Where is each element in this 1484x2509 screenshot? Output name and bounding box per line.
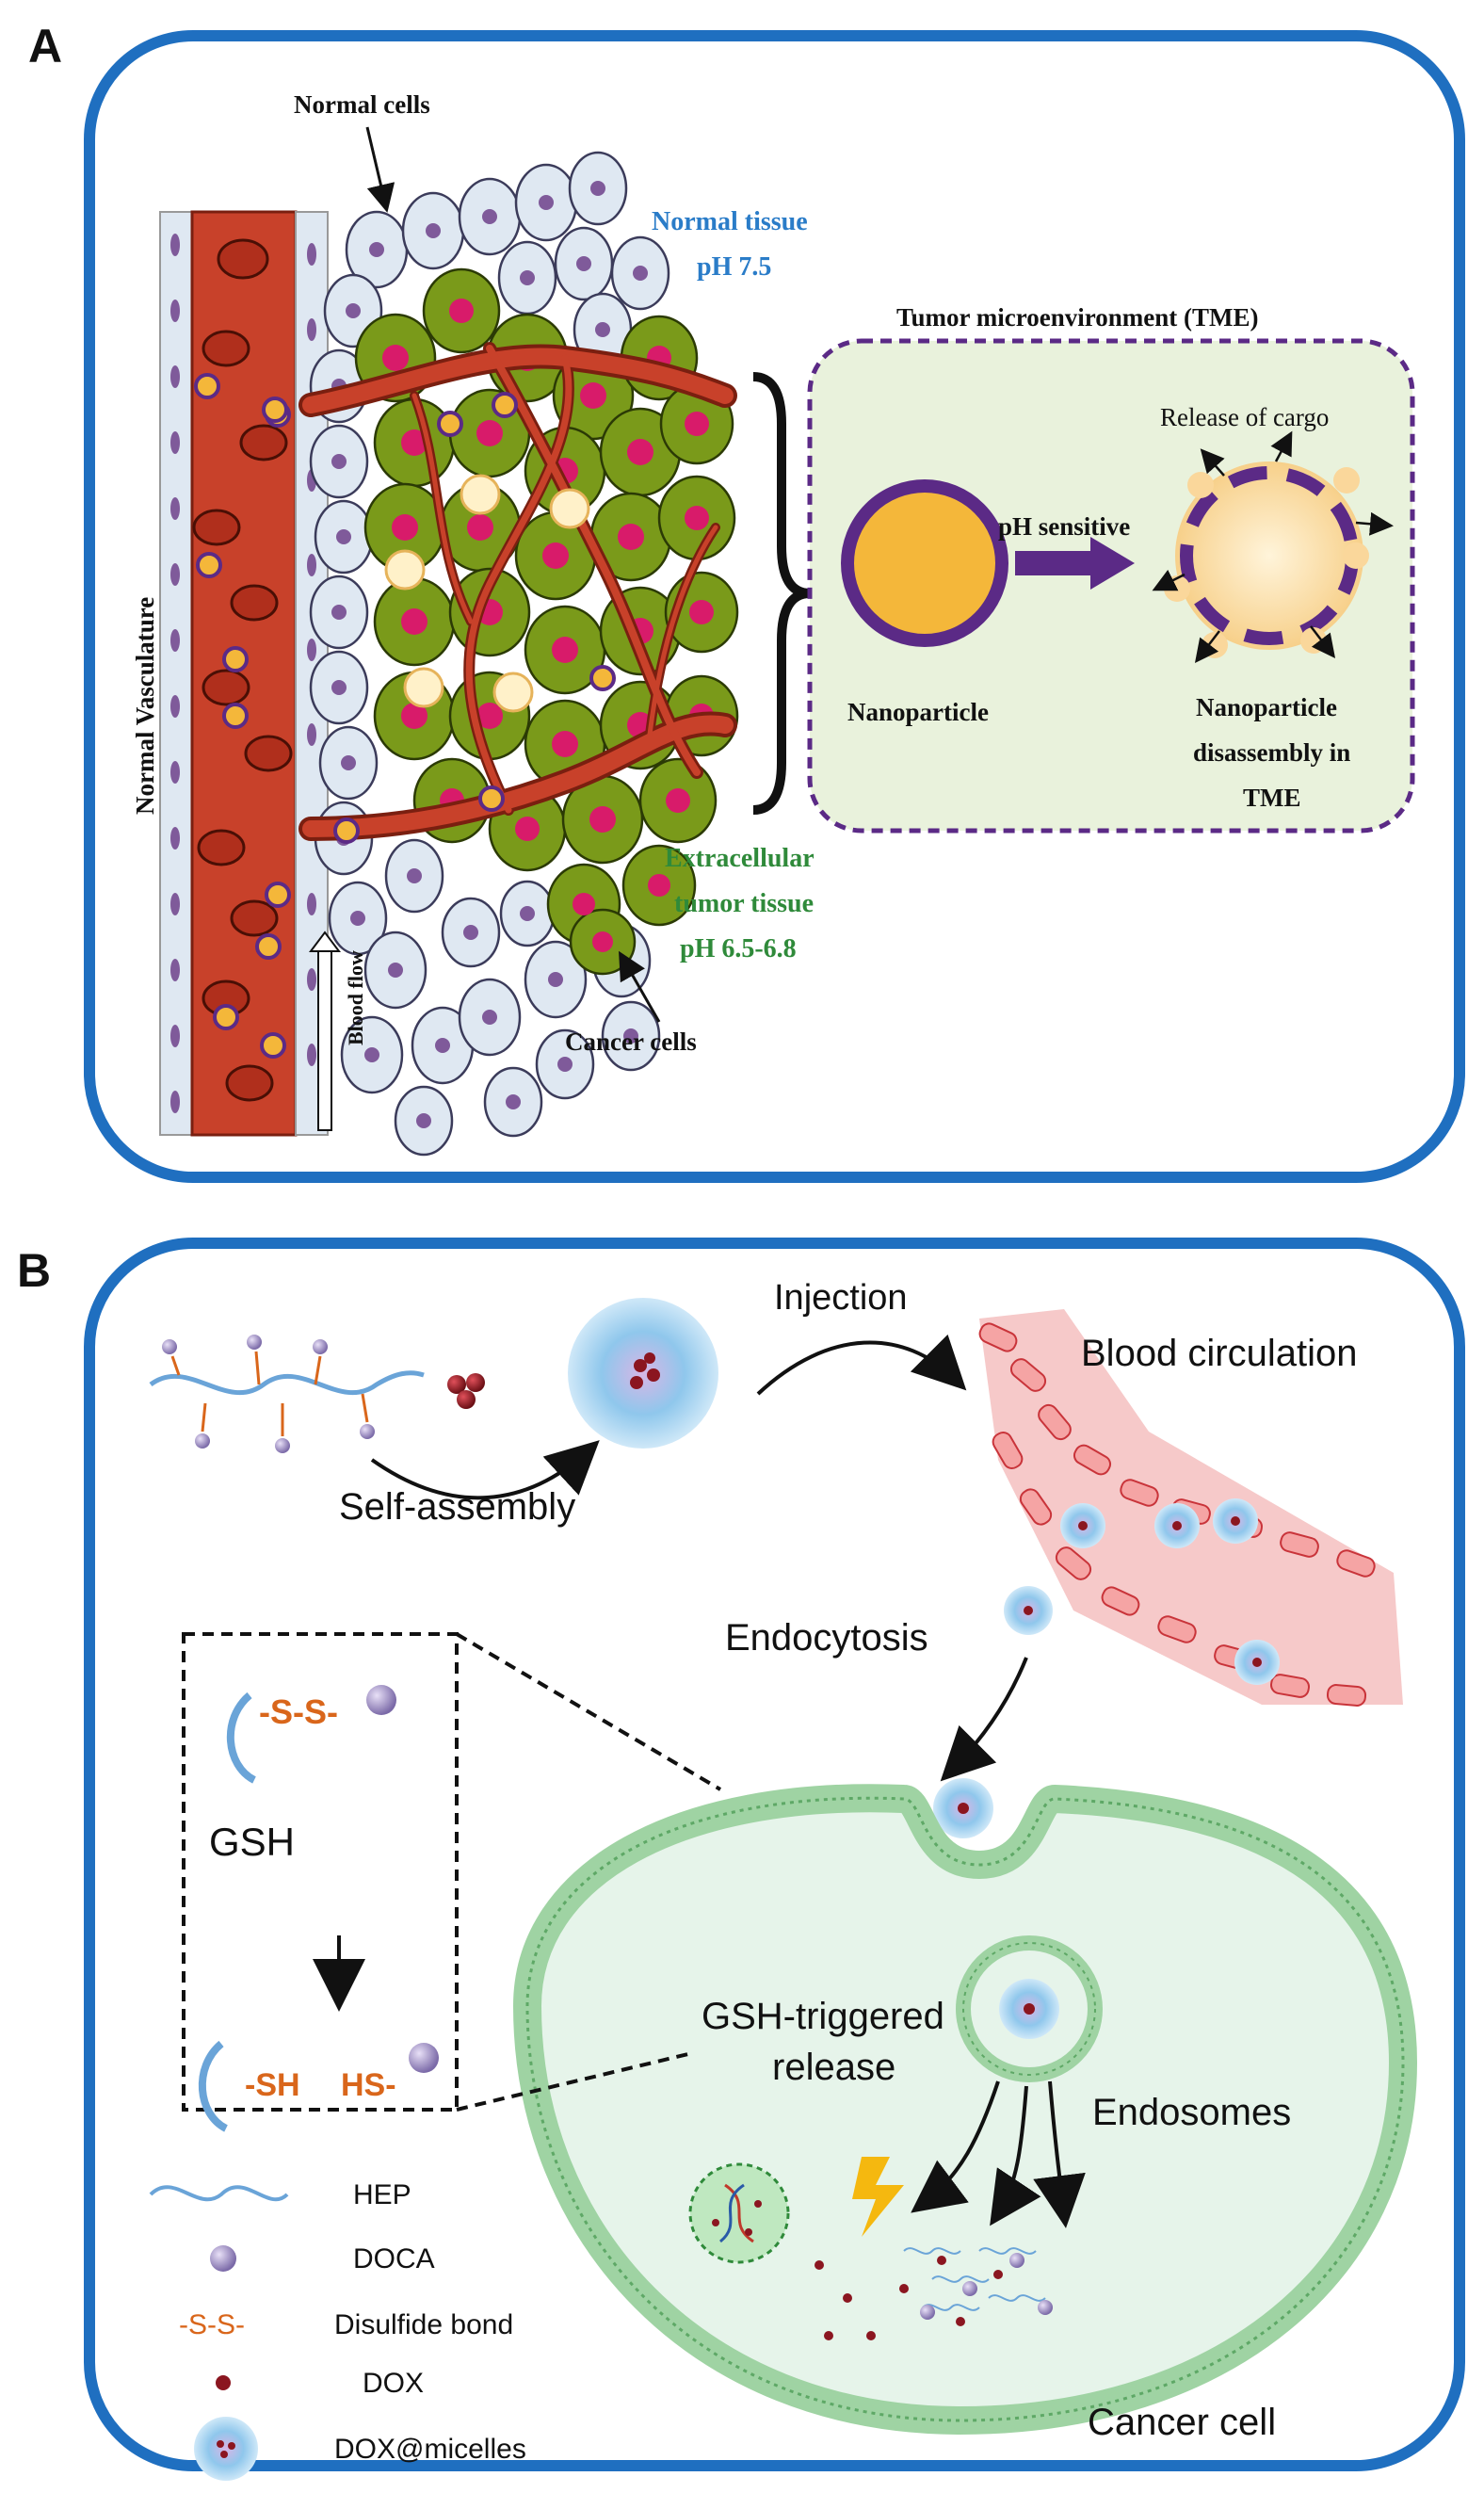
label-ph-sensitive: pH sensitive (998, 512, 1130, 541)
label-disassembly-3: TME (1243, 784, 1301, 812)
legend-dox-label: DOX (363, 2368, 424, 2399)
legend-micelles-label: DOX@micelles (334, 2434, 526, 2465)
legend-ss-symbol: -S-S- (179, 2309, 245, 2340)
label-vasculature: Normal Vasculature (131, 597, 159, 815)
label-blood-flow: Blood flow (344, 950, 367, 1045)
label-extracellular-2: tumor tissue (674, 889, 814, 918)
legend-doca-icon (210, 2245, 236, 2272)
label-disassembly-1: Nanoparticle (1196, 693, 1337, 721)
legend-hep-icon (149, 2185, 289, 2202)
legend-doca-label: DOCA (353, 2243, 435, 2274)
nanoparticles-tissue (262, 392, 616, 844)
label-gsh: GSH (209, 1820, 295, 1864)
micelle-large (568, 1298, 718, 1449)
panel-b-figure: Injection Blood circulation Self-assembl… (84, 1238, 1465, 2481)
label-normal-tissue: Normal tissue (652, 207, 808, 236)
lightning-icon (852, 2157, 904, 2237)
label-gsh-release-2: release (772, 2047, 895, 2088)
label-gsh-release-1: GSH-triggered (702, 1996, 944, 2037)
label-self-assembly: Self-assembly (339, 1486, 575, 1528)
label-cancer-cells: Cancer cells (565, 1028, 697, 1056)
zoom-box (182, 1632, 459, 2112)
label-nanoparticle: Nanoparticle (847, 698, 989, 726)
legend-dox-icon (216, 2375, 231, 2390)
label-blood-circulation: Blood circulation (1081, 1333, 1358, 1374)
cargo-bursts (384, 474, 590, 713)
panel-letter-a: A (28, 20, 63, 73)
label-hs: HS- (341, 2067, 396, 2103)
label-cancer-cell: Cancer cell (1088, 2402, 1276, 2443)
legend-micelle-icon (194, 2417, 258, 2481)
legend-hep-label: HEP (353, 2179, 411, 2210)
label-normal-ph: pH 7.5 (697, 252, 771, 282)
label-endocytosis: Endocytosis (725, 1617, 928, 1659)
label-ss: -S-S- (259, 1692, 338, 1731)
hep-polymer (149, 1370, 425, 1396)
label-extracellular-1: Extracellular (665, 844, 815, 873)
disassembling-nanoparticle (1175, 461, 1363, 650)
legend-disulfide-label: Disulfide bond (334, 2309, 513, 2340)
nanoparticles-vessel (194, 373, 291, 1059)
red-blood-cells (192, 238, 293, 1102)
label-normal-cells: Normal cells (294, 90, 430, 119)
panel-letter-b: B (17, 1244, 52, 1297)
label-tme-title: Tumor microenvironment (TME) (896, 303, 1259, 332)
label-disassembly-2: disassembly in (1193, 738, 1350, 767)
label-extracellular-3: pH 6.5-6.8 (680, 934, 797, 963)
panel-a-figure: Normal cells Normal tissue pH 7.5 Normal… (84, 30, 1465, 1183)
label-endosomes: Endosomes (1092, 2092, 1291, 2133)
label-sh: -SH (245, 2067, 300, 2103)
label-injection: Injection (774, 1278, 908, 1318)
label-release-cargo: Release of cargo (1160, 403, 1329, 431)
nanoparticle (841, 479, 1008, 647)
